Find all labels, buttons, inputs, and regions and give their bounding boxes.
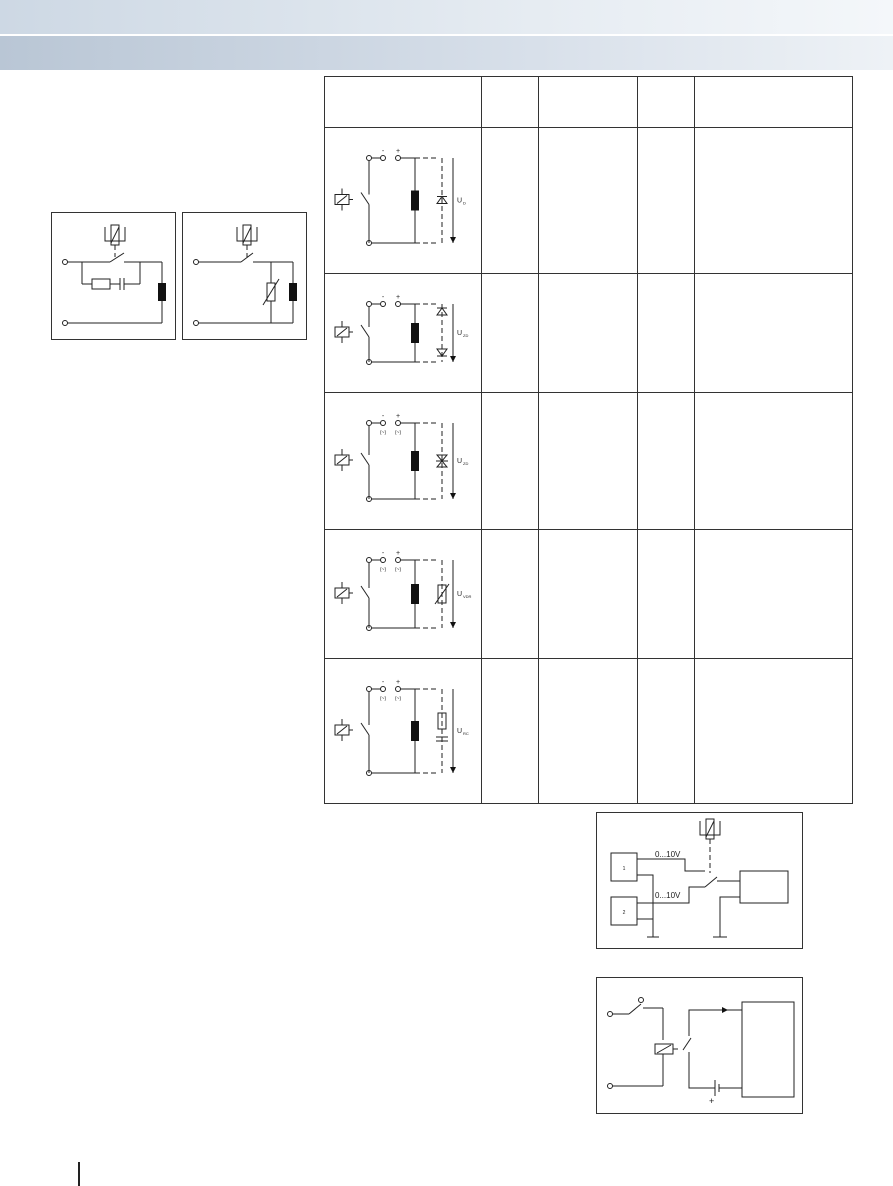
table-cell [481, 529, 539, 659]
signal-switching-diagram: 1 2 0...10V 0...10V [596, 812, 803, 949]
table-cell [481, 392, 539, 530]
table-cell [694, 392, 853, 530]
terminal-minus-label: - [382, 148, 385, 155]
header-band-bottom [0, 36, 893, 70]
terminal-plus-label: + [396, 148, 400, 155]
table-cell [481, 127, 539, 274]
table-cell [538, 392, 638, 530]
ac-left-label: (~) [380, 696, 387, 702]
voltage-label: U [457, 728, 462, 735]
rc-contact-protection-diagram [51, 212, 176, 340]
header-band-top [0, 0, 893, 34]
voltage-subscript: ZD [463, 333, 468, 338]
source-1-label: 1 [623, 866, 626, 872]
voltage-label: U [457, 458, 462, 465]
voltage-subscript: RC [463, 731, 469, 736]
table-cell [538, 273, 638, 393]
table-cell [637, 529, 695, 659]
source-2-label: 2 [623, 910, 626, 916]
terminal-minus-label: - [382, 679, 385, 686]
table-cell [694, 529, 853, 659]
terminal-plus-label: + [396, 679, 400, 686]
voltage-subscript: VDR [463, 594, 472, 599]
ac-right-label: (~) [395, 696, 402, 702]
terminal-plus-label: + [396, 294, 400, 301]
table-cell [538, 658, 638, 804]
page-margin-rule [78, 1162, 80, 1186]
terminal-plus-label: + [396, 550, 400, 557]
table-cell [694, 273, 853, 393]
column-header [324, 76, 482, 128]
battery-plus-mark: + [709, 1096, 714, 1106]
table-cell [637, 127, 695, 274]
signal-1-label: 0...10V [655, 850, 681, 859]
voltage-label: U [457, 330, 462, 337]
table-cell [694, 127, 853, 274]
table-cell [637, 392, 695, 530]
relay-drive-circuit-diagram: + [596, 977, 803, 1114]
ac-right-label: (~) [395, 567, 402, 573]
table-header-row [324, 76, 853, 128]
column-header [694, 76, 853, 128]
voltage-subscript: D [463, 201, 466, 206]
voltage-subscript: ZD [463, 461, 468, 466]
terminal-minus-label: - [382, 550, 385, 557]
column-header [538, 76, 638, 128]
table-cell [694, 658, 853, 804]
table-cell [538, 529, 638, 659]
ac-right-label: (~) [395, 430, 402, 436]
ac-left-label: (~) [380, 430, 387, 436]
terminal-plus-label: + [396, 413, 400, 420]
table-cell [481, 273, 539, 393]
voltage-label: U [457, 591, 462, 598]
column-header [637, 76, 695, 128]
voltage-label: U [457, 198, 462, 205]
ac-left-label: (~) [380, 567, 387, 573]
table-cell [481, 658, 539, 804]
signal-2-label: 0...10V [655, 891, 681, 900]
terminal-minus-label: - [382, 294, 385, 301]
table-cell [637, 273, 695, 393]
table-cell [637, 658, 695, 804]
varistor-contact-protection-diagram [182, 212, 307, 340]
table-cell [538, 127, 638, 274]
terminal-minus-label: - [382, 413, 385, 420]
column-header [481, 76, 539, 128]
